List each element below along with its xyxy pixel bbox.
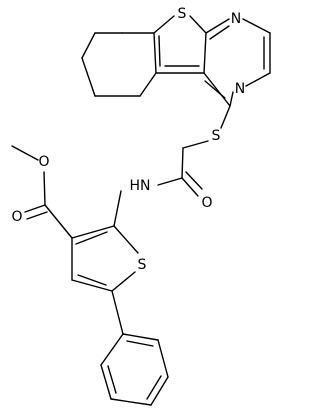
bond	[113, 225, 139, 254]
bond	[182, 140, 209, 149]
bond	[146, 375, 162, 400]
bond	[110, 398, 152, 406]
bond	[203, 32, 207, 74]
bonds	[11, 15, 271, 406]
bond	[157, 339, 169, 378]
bond	[107, 365, 117, 394]
bond	[153, 15, 175, 34]
bond	[229, 91, 234, 107]
atom-label-s-thiophene: S	[138, 257, 147, 273]
bond	[205, 18, 230, 34]
bond	[75, 231, 108, 245]
bond	[111, 290, 124, 335]
bond	[203, 72, 231, 107]
bond	[157, 177, 183, 186]
bond	[11, 145, 39, 161]
bond	[100, 333, 124, 366]
bond	[71, 225, 115, 239]
atom-labels: S N N S HN O O O S	[11, 6, 245, 273]
bond	[181, 177, 199, 197]
bond	[43, 171, 46, 206]
bond	[24, 204, 46, 213]
atom-label-n-upper: N	[231, 11, 241, 27]
bond	[113, 190, 122, 227]
atom-label-s-thieno: S	[178, 6, 187, 22]
bond	[242, 18, 271, 34]
atom-label-o-amide: O	[201, 195, 212, 211]
structure-canvas: S N N S HN O O O S	[11, 6, 271, 406]
bond	[81, 57, 96, 97]
atom-label-o-ester-methoxy: O	[38, 154, 49, 170]
atom-label-nh: HN	[130, 178, 151, 194]
bond	[204, 80, 226, 99]
bond	[139, 72, 157, 97]
atom-label-s-thioether: S	[212, 128, 221, 144]
atom-label-n-lower: N	[235, 81, 245, 97]
bond	[209, 25, 230, 40]
bond	[100, 364, 112, 400]
bond	[245, 72, 271, 87]
chemical-structure-diagram: S N N S HN O O O S	[11, 6, 271, 406]
bond	[81, 32, 96, 59]
bond	[122, 333, 159, 341]
bond	[189, 15, 207, 34]
bond	[26, 211, 48, 220]
bond	[111, 271, 136, 292]
bond	[185, 171, 203, 190]
bond	[153, 32, 157, 74]
bond	[158, 35, 161, 67]
bond	[126, 340, 154, 347]
bond	[220, 105, 231, 129]
bond	[150, 376, 169, 406]
bond	[77, 274, 107, 286]
bond	[44, 204, 73, 239]
atom-label-o-ester-carbonyl: O	[11, 209, 22, 225]
bond	[71, 279, 113, 292]
bond	[181, 147, 184, 179]
